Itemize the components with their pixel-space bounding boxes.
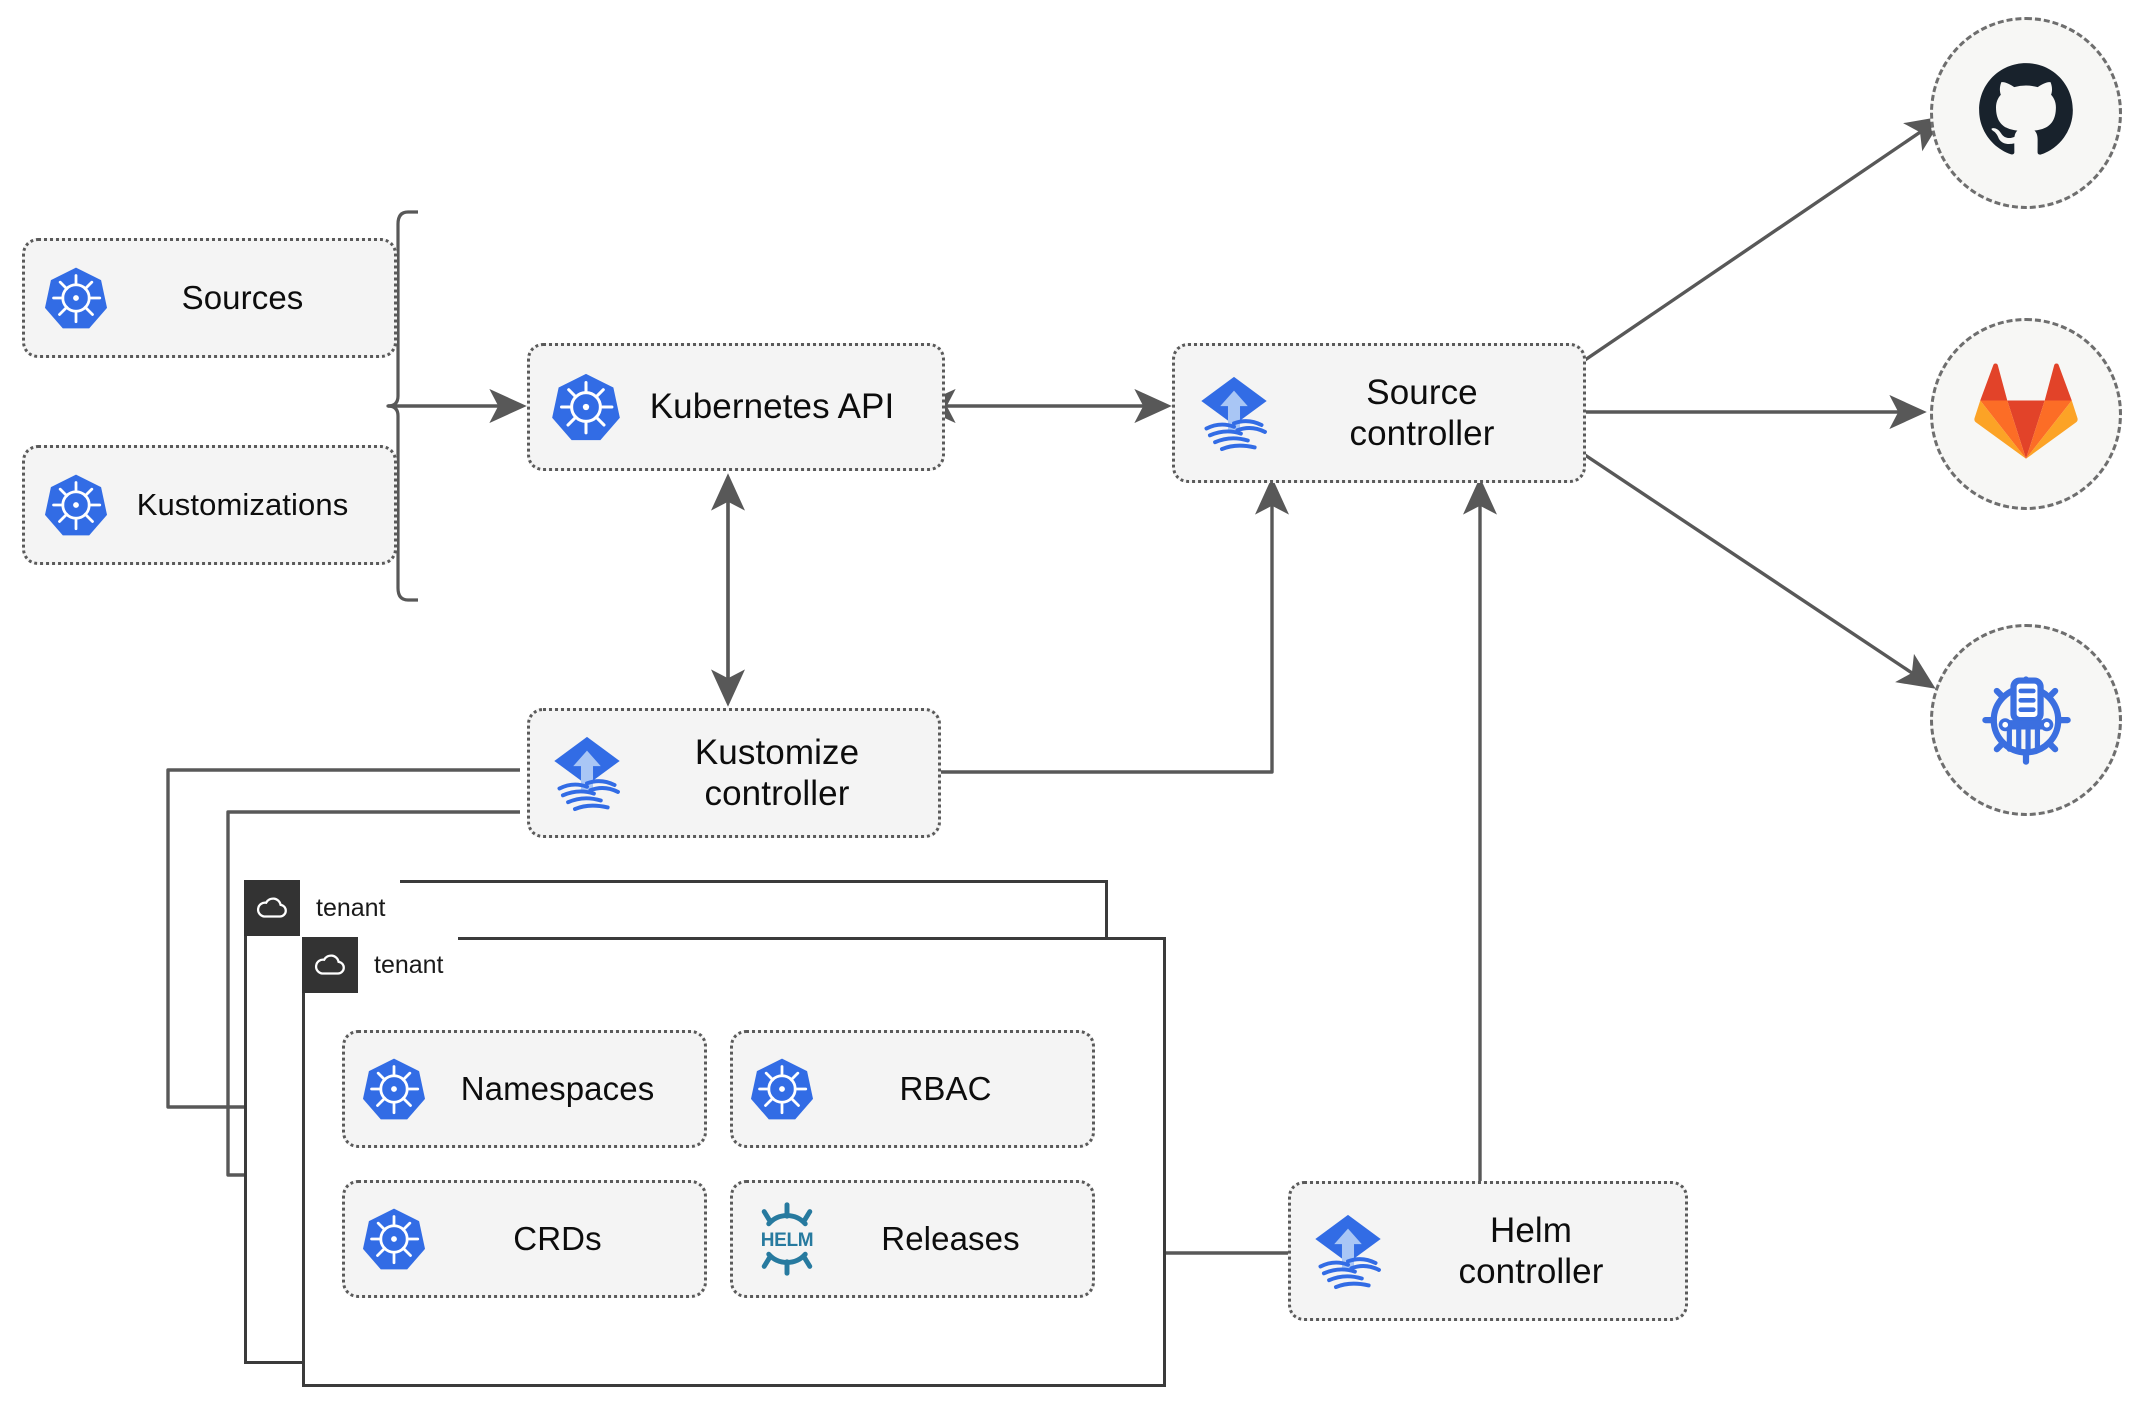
kubernetes-icon bbox=[550, 371, 622, 443]
tenant-resource-releases[interactable]: HELM Releases bbox=[730, 1180, 1095, 1298]
node-label-helm-controller: Helm controller bbox=[1458, 1210, 1604, 1291]
node-label-source-controller: Source controller bbox=[1349, 372, 1495, 453]
tenant-resource-label: CRDs bbox=[513, 1219, 602, 1257]
tenant-resource-crds[interactable]: CRDs bbox=[342, 1180, 707, 1298]
github-icon bbox=[1976, 61, 2076, 166]
node-kubernetes-api[interactable]: Kubernetes API bbox=[527, 343, 945, 471]
svg-text:HELM: HELM bbox=[761, 1230, 814, 1251]
tenant-resource-rbac[interactable]: RBAC bbox=[730, 1030, 1095, 1148]
cloud-icon bbox=[244, 880, 300, 936]
kubernetes-icon bbox=[43, 265, 109, 331]
resource-box-kustomizations[interactable]: Kustomizations bbox=[22, 445, 397, 565]
cloud-icon bbox=[302, 937, 358, 993]
flux-icon bbox=[1305, 1208, 1391, 1294]
tenant-resource-namespaces[interactable]: Namespaces bbox=[342, 1030, 707, 1148]
tenant-resource-label: Releases bbox=[881, 1219, 1020, 1257]
kubernetes-icon bbox=[361, 1056, 427, 1122]
gitlab-icon bbox=[1974, 362, 2078, 467]
resource-label-kustomizations: Kustomizations bbox=[136, 486, 349, 522]
resource-box-sources[interactable]: Sources bbox=[22, 238, 397, 358]
tenant-frame-inner[interactable]: tenant bbox=[302, 937, 1166, 1387]
node-source-controller[interactable]: Source controller bbox=[1172, 343, 1586, 483]
bucket-icon bbox=[1974, 666, 2078, 775]
provider-circle-bucket[interactable] bbox=[1930, 624, 2122, 816]
tenant-label-outer: tenant bbox=[300, 880, 400, 936]
tenant-tab-inner: tenant bbox=[302, 937, 458, 993]
flux-icon bbox=[1191, 370, 1277, 456]
provider-circle-gitlab[interactable] bbox=[1930, 318, 2122, 510]
node-label-kustomize-controller: Kustomize controller bbox=[694, 732, 860, 813]
tenant-resource-label: RBAC bbox=[899, 1069, 992, 1107]
node-kustomize-controller[interactable]: Kustomize controller bbox=[527, 708, 941, 838]
node-helm-controller[interactable]: Helm controller bbox=[1288, 1181, 1688, 1321]
tenant-resource-label: Namespaces bbox=[460, 1069, 655, 1107]
flux-icon bbox=[544, 730, 630, 816]
kubernetes-icon bbox=[361, 1206, 427, 1272]
helm-icon: HELM bbox=[749, 1201, 825, 1277]
resource-label-sources: Sources bbox=[181, 278, 304, 316]
tenant-label-inner: tenant bbox=[358, 937, 458, 993]
node-label-kubernetes-api: Kubernetes API bbox=[649, 387, 895, 427]
provider-circle-github[interactable] bbox=[1930, 17, 2122, 209]
kubernetes-icon bbox=[43, 472, 109, 538]
tenant-tab-outer: tenant bbox=[244, 880, 400, 936]
kubernetes-icon bbox=[749, 1056, 815, 1122]
